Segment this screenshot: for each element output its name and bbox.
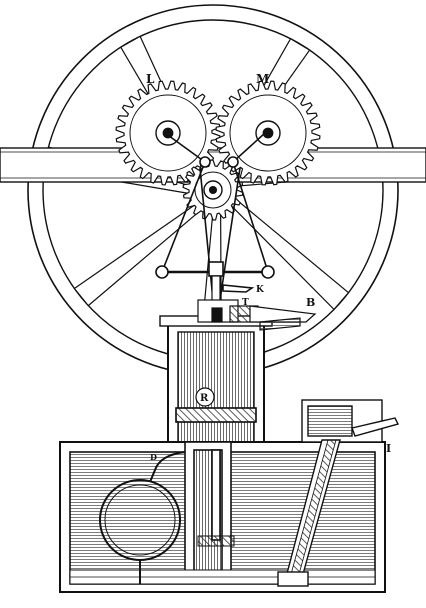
label-r: R [200,393,209,404]
gear-left [115,80,221,186]
label-l: L [146,72,155,86]
linkage-rods [155,132,275,301]
gear-right [215,80,321,186]
label-k: K [256,285,265,295]
flywheel-spoke [229,196,350,311]
label-i: I [386,442,391,455]
valve-lever-b [197,299,317,331]
label-d: D [150,452,157,462]
label-b: B [306,296,315,309]
cylinder [159,315,273,453]
gear-center [182,159,244,221]
tank [59,441,386,593]
label-t: T [242,298,249,308]
coil-pipe [99,451,186,584]
side-box-i [277,399,400,587]
label-m: M [256,72,269,86]
